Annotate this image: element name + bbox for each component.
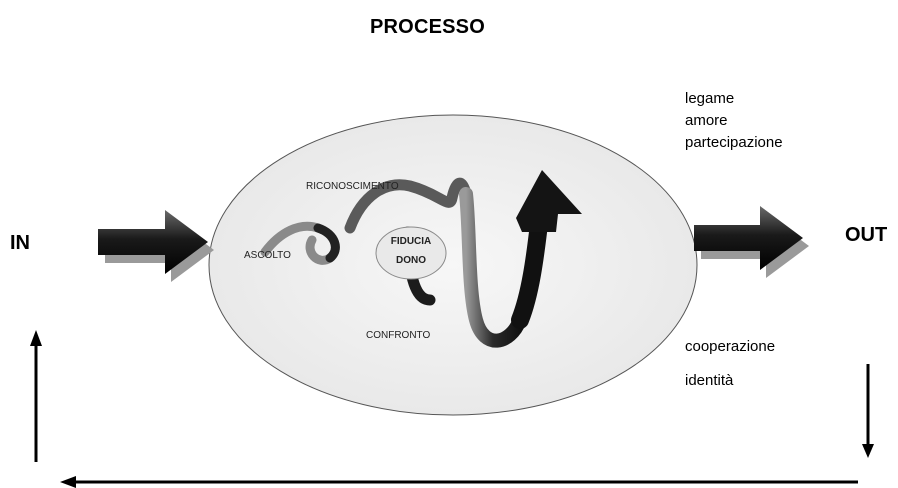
result-identita: identità — [685, 372, 734, 389]
stage-ascolto: ASCOLTO — [244, 250, 291, 261]
output-results-top: legame amore partecipazione — [685, 88, 783, 154]
in-arrow — [98, 210, 214, 282]
core-ellipse — [375, 226, 447, 280]
spiral-ribbon — [260, 170, 582, 348]
result-legame: legame — [685, 90, 735, 107]
core-dono: DONO — [396, 255, 426, 266]
input-label: IN — [10, 232, 30, 254]
left-arrowhead — [60, 476, 76, 488]
core-fiducia: FIDUCIA — [390, 236, 432, 247]
result-partecipazione: partecipazione — [685, 134, 783, 151]
down-arrowhead — [862, 444, 874, 458]
diagram-title: PROCESSO — [370, 16, 485, 38]
stage-riconoscimento: RICONOSCIMENTO — [306, 181, 399, 192]
feedback-loop — [34, 344, 870, 484]
up-arrowhead — [30, 330, 42, 346]
output-results-bottom: cooperazione identità — [685, 330, 775, 398]
process-ellipse — [208, 114, 698, 416]
out-arrow — [694, 206, 809, 278]
result-cooperazione: cooperazione — [685, 338, 776, 355]
output-label: OUT — [845, 224, 888, 246]
stage-confronto: CONFRONTO — [366, 330, 431, 341]
result-amore: amore — [685, 112, 728, 129]
